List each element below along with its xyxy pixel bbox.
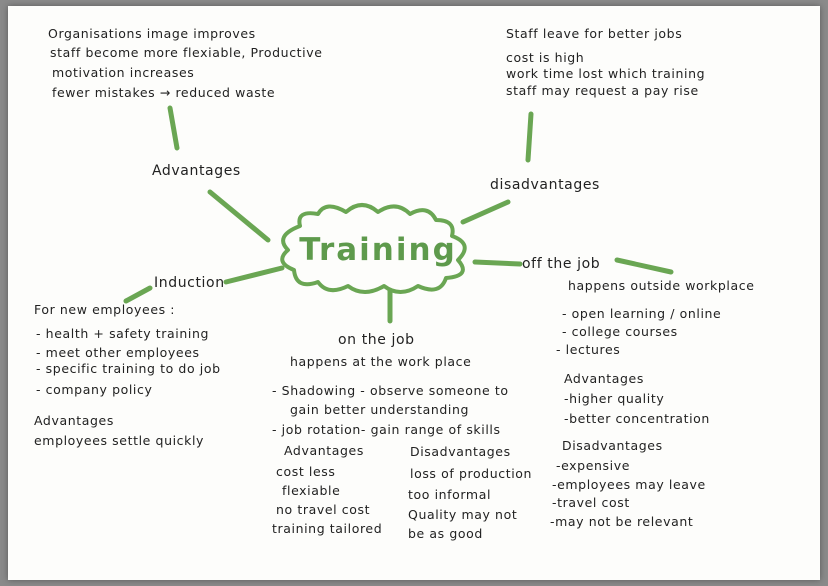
on-the-job-line-1: - Shadowing - observe someone to (272, 383, 509, 398)
on-the-job-disadvantages-heading: Disadvantages (410, 444, 511, 459)
on-the-job-disadvantage-4: be as good (408, 526, 483, 541)
on-the-job-heading: on the job (338, 332, 415, 348)
induction-line-3: - specific training to do job (36, 361, 221, 376)
on-the-job-disadvantage-2: too informal (408, 487, 492, 502)
off-the-job-line-2: - college courses (562, 324, 678, 339)
disadvantages-line-2: cost is high (506, 50, 585, 65)
off-the-job-advantage-2: -better concentration (564, 411, 710, 426)
disadvantages-line-3: work time lost which training (506, 66, 706, 81)
advantages-line-2: staff become more flexiable, Productive (50, 45, 323, 60)
off-the-job-disadvantage-2: -employees may leave (552, 477, 706, 492)
induction-intro: For new employees : (34, 302, 176, 317)
off-the-job-line-1: - open learning / online (562, 306, 722, 321)
off-the-job-subheading: happens outside workplace (568, 278, 755, 293)
off-the-job-disadvantage-1: -expensive (556, 458, 630, 473)
on-the-job-advantage-1: cost less (276, 464, 336, 479)
on-the-job-advantage-4: training tailored (272, 521, 383, 536)
on-the-job-disadvantage-1: loss of production (410, 466, 533, 481)
off-the-job-disadvantage-4: -may not be relevant (550, 514, 694, 529)
off-the-job-heading: off the job (522, 256, 601, 272)
disadvantages-heading: disadvantages (490, 177, 600, 193)
off-the-job-disadvantages-heading: Disadvantages (562, 438, 663, 453)
off-the-job-disadvantage-3: -travel cost (552, 495, 630, 510)
induction-heading: Induction (154, 275, 225, 291)
off-the-job-line-3: - lectures (556, 342, 621, 357)
on-the-job-disadvantage-3: Quality may not (408, 507, 518, 522)
on-the-job-advantage-3: no travel cost (276, 502, 371, 517)
disadvantages-line-1: Staff leave for better jobs (506, 26, 683, 41)
induction-line-2: - meet other employees (36, 345, 200, 360)
advantages-line-3: motivation increases (52, 65, 195, 80)
induction-advantage-1: employees settle quickly (34, 433, 205, 448)
on-the-job-line-2: gain better understanding (290, 402, 470, 417)
advantages-line-1: Organisations image improves (48, 26, 256, 41)
induction-line-1: - health + safety training (36, 326, 210, 341)
advantages-line-4: fewer mistakes → reduced waste (52, 85, 276, 100)
off-the-job-advantage-1: -higher quality (564, 391, 665, 406)
center-node-label: Training (299, 232, 457, 268)
disadvantages-line-4: staff may request a pay rise (506, 83, 699, 98)
on-the-job-subheading: happens at the work place (290, 354, 472, 369)
induction-advantages-heading: Advantages (34, 413, 114, 428)
off-the-job-advantages-heading: Advantages (564, 371, 644, 386)
on-the-job-advantage-2: flexiable (282, 483, 341, 498)
on-the-job-advantages-heading: Advantages (284, 443, 364, 458)
on-the-job-line-3: - job rotation- gain range of skills (272, 422, 501, 437)
induction-line-4: - company policy (36, 382, 153, 397)
advantages-heading: Advantages (152, 163, 241, 179)
